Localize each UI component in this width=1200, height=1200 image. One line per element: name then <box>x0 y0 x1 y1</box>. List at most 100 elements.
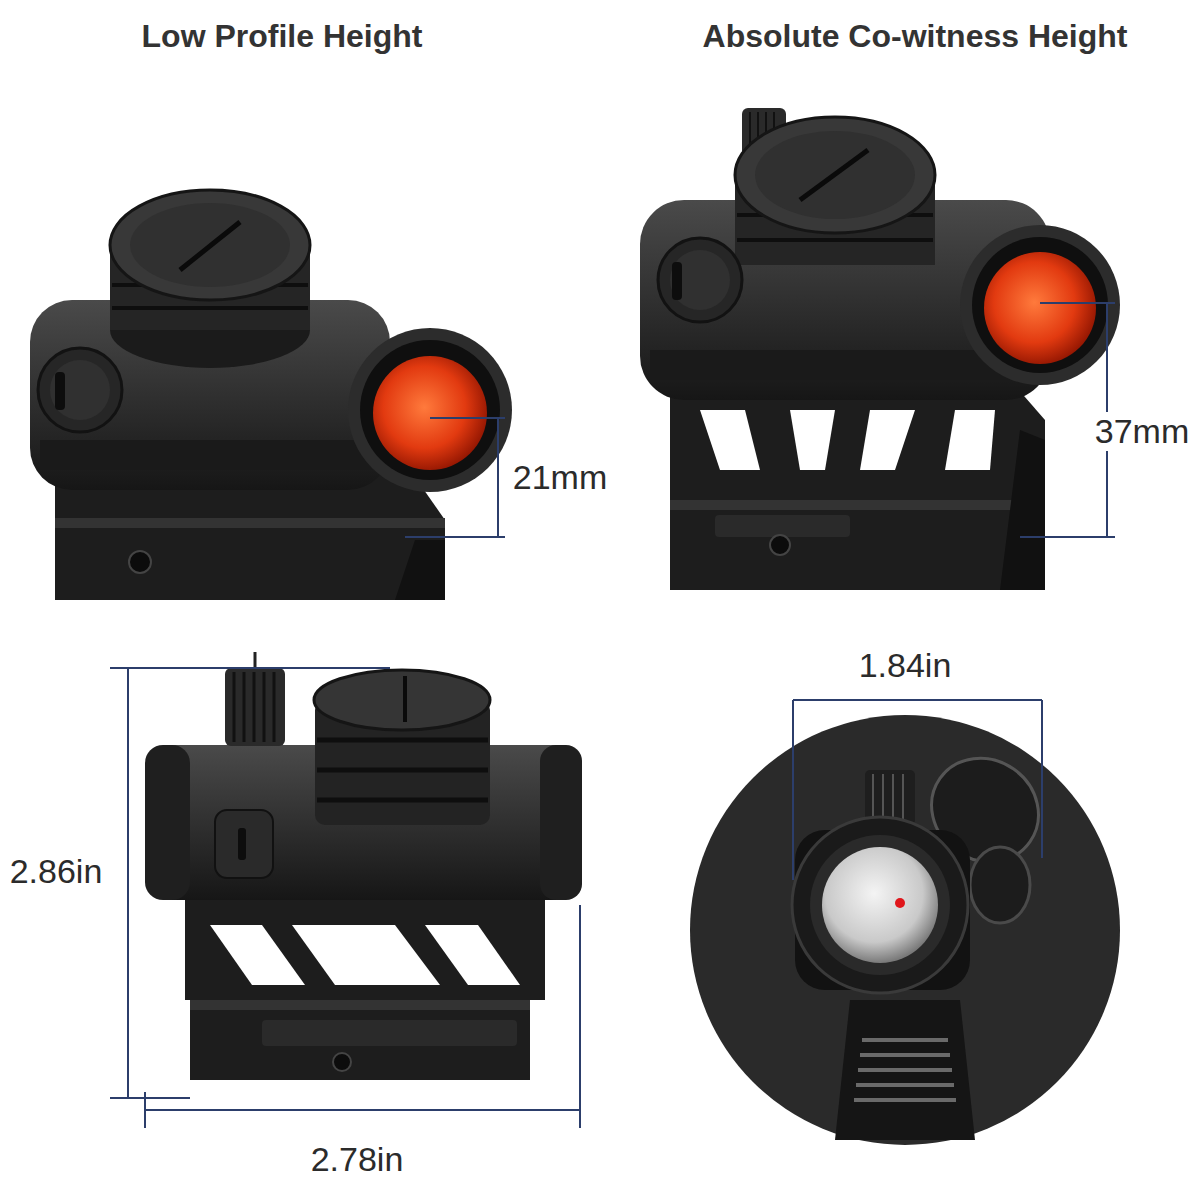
dimension-line-part <box>579 905 581 1128</box>
co-witness-sight-part <box>790 410 835 470</box>
co-witness-sight-part <box>770 535 790 555</box>
low-profile-sight-part-part <box>112 306 308 310</box>
low-profile-sight-part <box>40 440 380 470</box>
rear-view-sight-part <box>822 847 938 963</box>
co-witness-sight-part <box>715 515 850 537</box>
side-view-sight-part <box>210 925 305 985</box>
side-view-sight-part-part <box>317 738 488 743</box>
co-witness-sight-part <box>670 380 1045 590</box>
side-view-sight-part <box>425 925 520 985</box>
low-profile-sight-part <box>180 222 240 270</box>
side-view-sight-part <box>234 672 274 742</box>
dimension-line-part <box>145 1109 580 1111</box>
dimension-label: 21mm <box>510 458 610 497</box>
low-profile-sight-part <box>129 551 151 573</box>
dimension-line-part <box>1020 536 1115 538</box>
rear-view-sight-part-part <box>882 774 884 820</box>
co-witness-sight-part <box>700 410 760 470</box>
side-view-sight-part <box>292 925 440 985</box>
side-view-sight-part <box>215 810 273 878</box>
rear-view-sight-part <box>854 1040 956 1100</box>
co-witness-sight-part <box>670 250 730 310</box>
rear-view-sight-part <box>895 898 905 908</box>
low-profile-sight-part <box>373 356 487 470</box>
dimension-line-part <box>127 668 129 1098</box>
low-profile-sight-part <box>50 360 110 420</box>
co-witness-sight-part <box>670 500 1045 510</box>
rear-view-sight-part-part <box>892 774 894 820</box>
co-witness-sight-part <box>800 150 868 200</box>
rear-view-sight-part-part <box>872 774 874 820</box>
rear-view-sight-part <box>792 817 968 993</box>
low-profile-sight-part <box>360 340 500 480</box>
rear-view-sight-part <box>970 847 1030 923</box>
low-profile-sight-part <box>38 348 122 432</box>
side-view-sight-part <box>262 1020 517 1046</box>
side-view-sight-part-part <box>243 672 246 742</box>
low-profile-sight-part <box>55 372 65 410</box>
rear-view-sight-part-part <box>856 1083 954 1087</box>
side-view-sight-part-part <box>317 768 488 773</box>
dimension-line-part <box>793 699 1042 701</box>
co-witness-sight-part <box>755 131 915 219</box>
low-profile-sight-part <box>110 190 310 300</box>
side-view-sight-part <box>254 652 257 668</box>
co-witness-sight-part <box>1000 430 1045 590</box>
co-witness-sight-part-part <box>737 238 933 242</box>
side-view-sight-part <box>317 740 488 800</box>
side-view-sight-part <box>145 745 190 900</box>
side-view-sight-part <box>190 1000 530 1010</box>
view-heading: Absolute Co-witness Height <box>703 18 1128 55</box>
rear-view-sight-part-part <box>854 1098 956 1102</box>
dimension-line-part <box>110 1097 190 1099</box>
rear-view-sight-part-part <box>860 1053 950 1057</box>
rear-view-sight-part <box>873 774 903 820</box>
co-witness-sight-part <box>972 237 1108 373</box>
co-witness-sight-part <box>860 410 915 470</box>
rear-view-sight-part-part <box>902 774 904 820</box>
dimension-line-part <box>792 700 794 880</box>
co-witness-sight-part <box>735 117 935 233</box>
side-view-sight-part <box>403 676 407 722</box>
dimension-label: 2.86in <box>7 852 106 891</box>
dimension-line-part <box>1041 700 1043 858</box>
side-view-sight-part <box>238 828 246 860</box>
dimension-line <box>793 700 1042 880</box>
side-view-sight-part-part <box>263 672 266 742</box>
rear-view-sight-part <box>835 1000 975 1140</box>
dimension-line-part <box>405 536 505 538</box>
dimension-line-part <box>110 667 390 669</box>
co-witness-sight-part <box>658 238 742 322</box>
low-profile-sight-part <box>55 518 445 528</box>
side-view-sight-part <box>185 900 545 1080</box>
dimension-label: 1.84in <box>856 646 955 685</box>
side-view-sight-part <box>314 670 490 730</box>
dimension-line-part <box>497 418 499 537</box>
side-view-sight-part-part <box>317 798 488 803</box>
low-profile-sight <box>30 190 512 600</box>
side-view-sight-part <box>540 745 582 900</box>
view-heading: Low Profile Height <box>142 18 423 55</box>
co-witness-sight-part <box>984 252 1096 364</box>
rear-view-sight-part-part <box>858 1068 952 1072</box>
dimension-line-part <box>1040 302 1115 304</box>
co-witness-sight-part <box>672 262 682 300</box>
dimension-label: 37mm <box>1092 412 1192 451</box>
low-profile-sight-part <box>348 328 512 492</box>
rear-view-sight-part <box>810 835 950 975</box>
side-view-sight-part <box>333 1053 351 1071</box>
rear-view-sight <box>690 715 1120 1145</box>
side-view-sight-part <box>225 668 285 746</box>
side-view-sight-part-part <box>233 672 236 742</box>
side-view-sight-part-part <box>273 672 276 742</box>
low-profile-sight-part <box>395 540 445 600</box>
co-witness-sight-part <box>960 225 1120 385</box>
rear-view-sight-part <box>690 715 1120 1145</box>
co-witness-sight-part <box>945 410 995 470</box>
side-view-sight-part-part <box>253 672 256 742</box>
co-witness-sight <box>640 108 1120 590</box>
rear-view-sight-part-part <box>862 1038 948 1042</box>
low-profile-sight-part <box>130 203 290 287</box>
